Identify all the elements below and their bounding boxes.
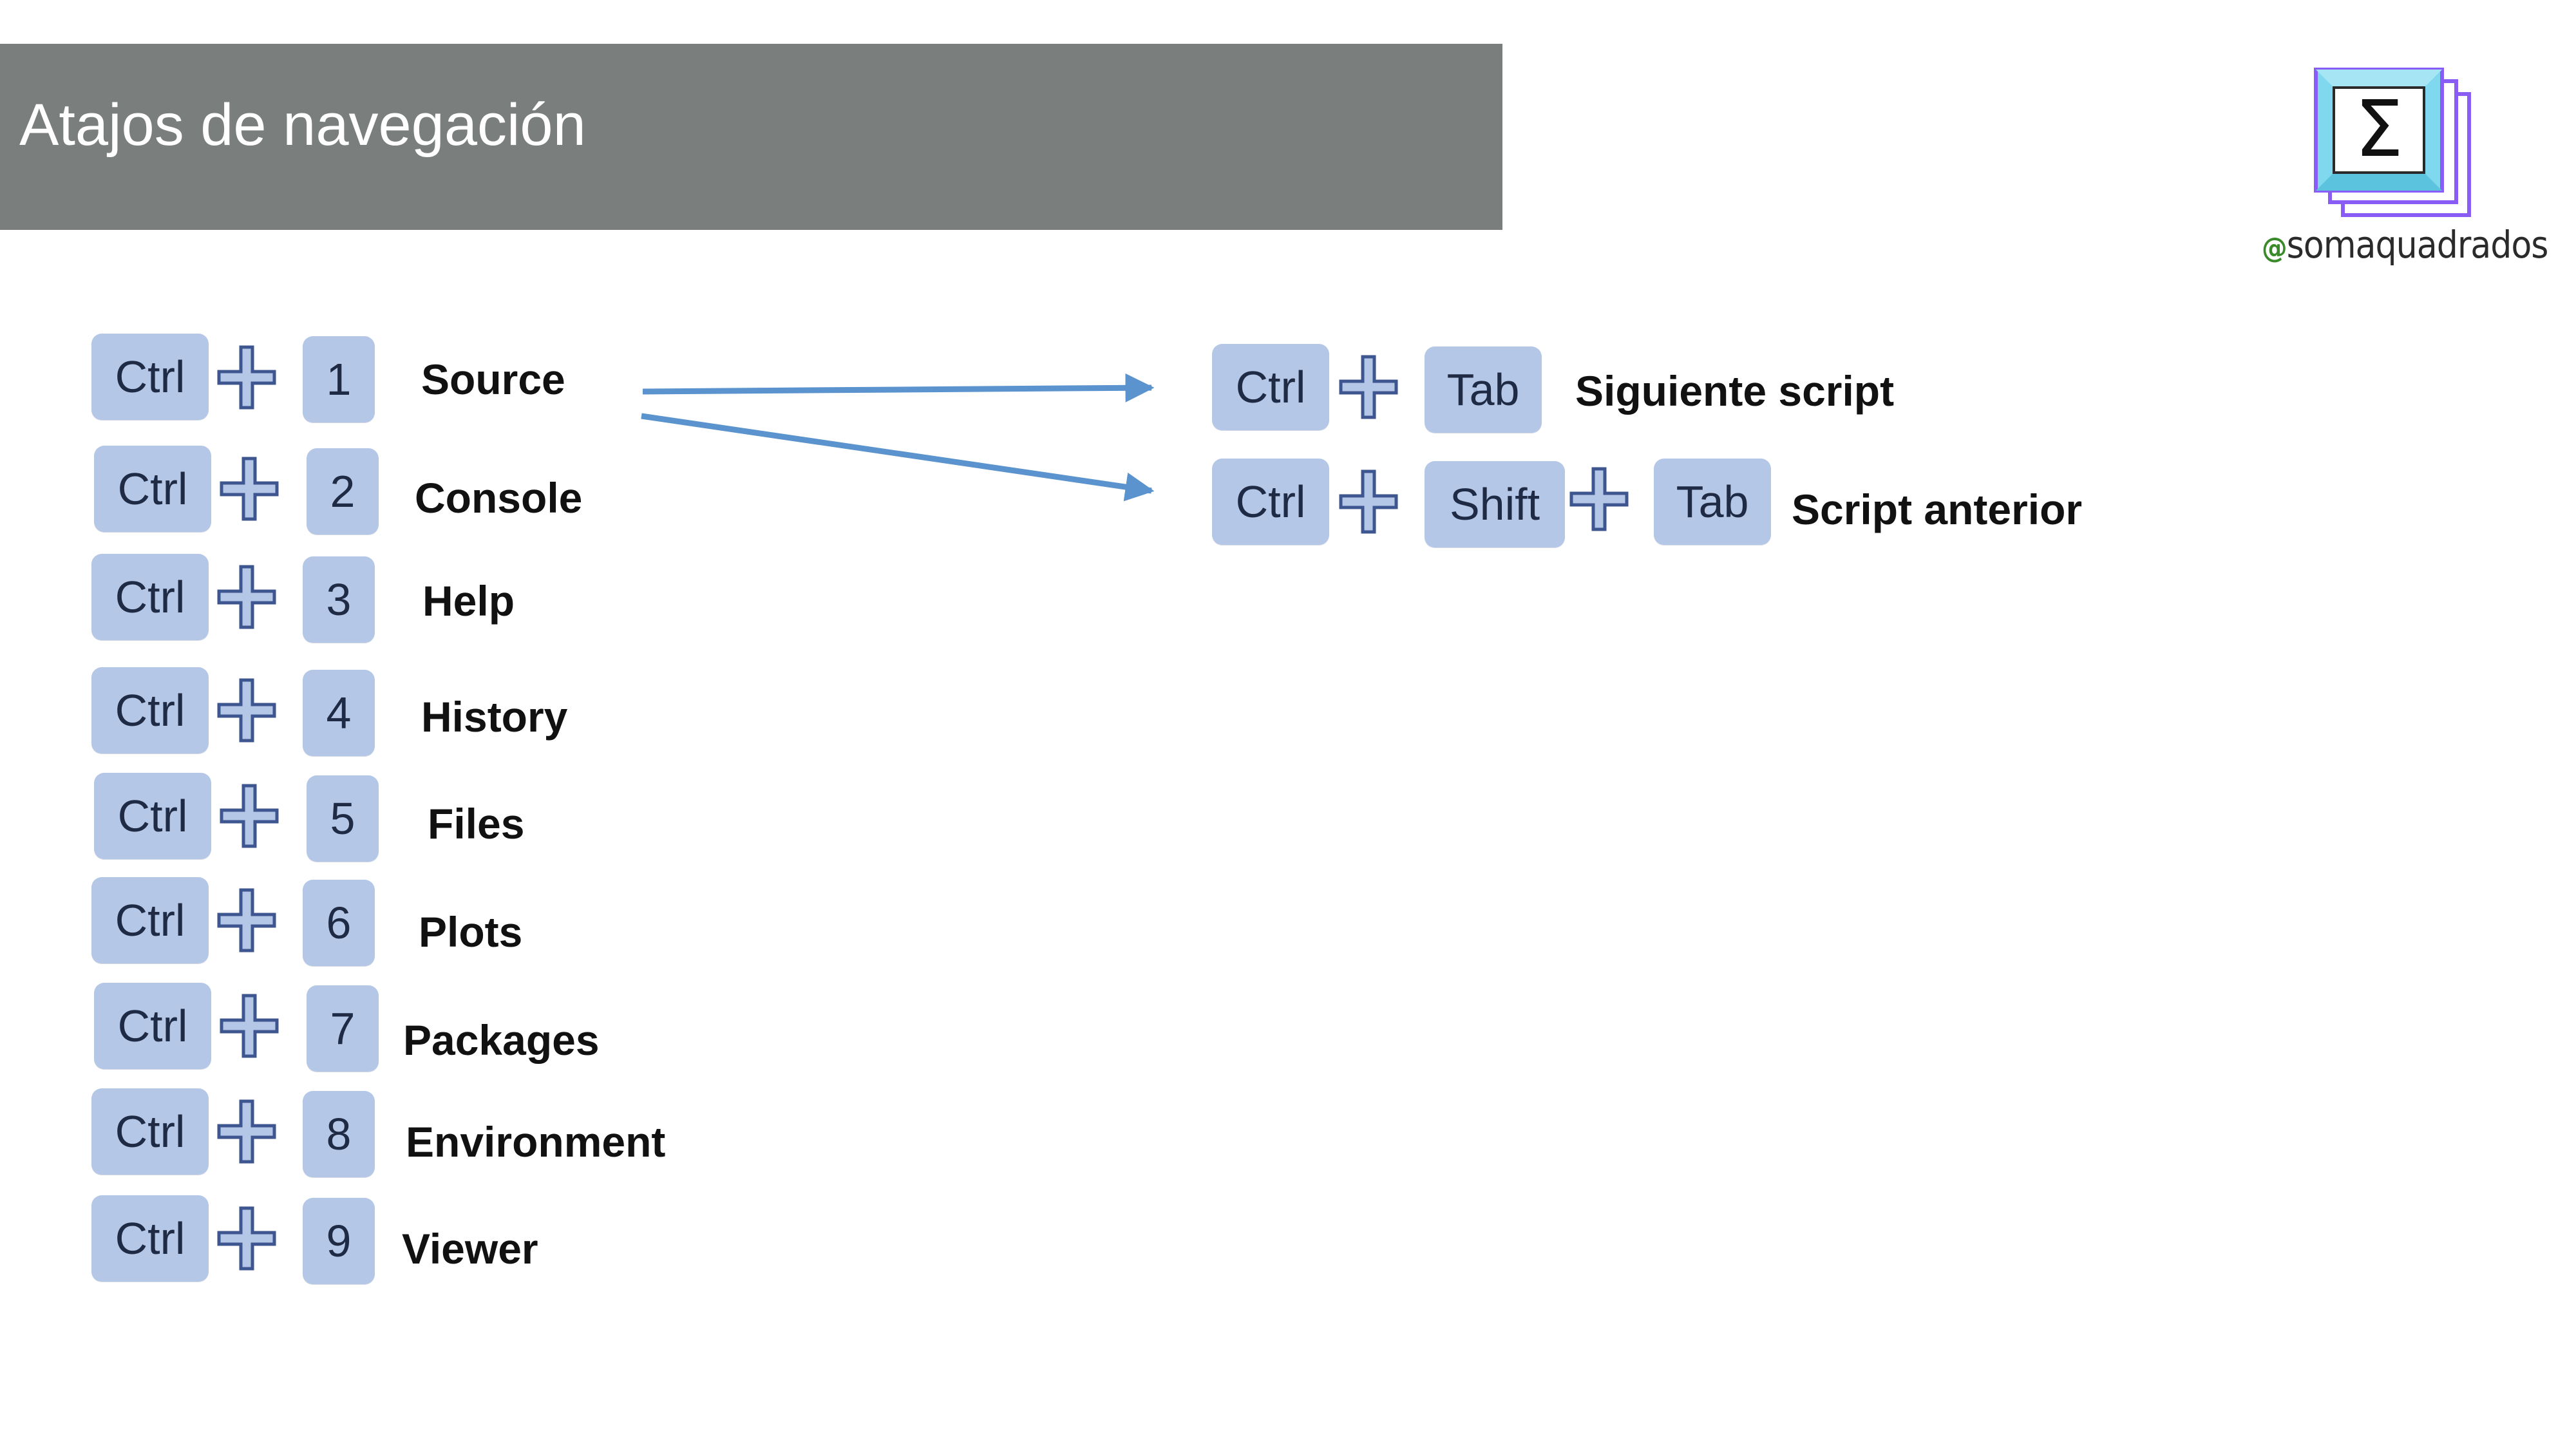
page-title: Atajos de navegación bbox=[19, 92, 586, 158]
digit-key: 3 bbox=[303, 556, 375, 643]
digit-key: 5 bbox=[307, 775, 379, 862]
ctrl-key: Ctrl bbox=[91, 877, 209, 963]
ctrl-key: Ctrl bbox=[94, 773, 211, 859]
ctrl-key: Ctrl bbox=[91, 554, 209, 640]
digit-key: 1 bbox=[303, 336, 375, 422]
plus-icon bbox=[1569, 467, 1629, 531]
sigma-symbol: Σ bbox=[2354, 85, 2403, 175]
tab-key: Tab bbox=[1654, 459, 1771, 545]
shortcut-label: Files bbox=[428, 800, 525, 848]
plus-icon bbox=[217, 1206, 276, 1271]
sigma-logo-icon: Σ bbox=[2314, 68, 2471, 217]
plus-icon bbox=[217, 1099, 276, 1164]
plus-icon bbox=[1339, 355, 1398, 419]
ctrl-key: Ctrl bbox=[91, 334, 209, 420]
shortcut-label: Console bbox=[415, 474, 583, 522]
shortcut-label: Plots bbox=[419, 908, 523, 956]
brand-handle: @somaquadrados bbox=[2262, 223, 2548, 267]
plus-icon bbox=[220, 457, 279, 521]
digit-key: 8 bbox=[303, 1091, 375, 1177]
ctrl-key: Ctrl bbox=[91, 667, 209, 753]
shortcut-label: Packages bbox=[403, 1016, 600, 1064]
digit-key: 7 bbox=[307, 985, 379, 1072]
arrow-to-previous-script bbox=[641, 413, 1155, 502]
tab-key: Tab bbox=[1425, 346, 1542, 433]
ctrl-key: Ctrl bbox=[1212, 344, 1329, 430]
ctrl-key: Ctrl bbox=[91, 1088, 209, 1175]
shortcut-label: Script anterior bbox=[1792, 486, 2083, 533]
handle-at: @ bbox=[2262, 232, 2287, 265]
shortcut-label: Viewer bbox=[402, 1225, 538, 1273]
shortcut-label: History bbox=[421, 693, 568, 741]
plus-icon bbox=[217, 678, 276, 743]
digit-key: 4 bbox=[303, 670, 375, 756]
handle-name: somaquadrados bbox=[2286, 223, 2549, 267]
digit-key: 9 bbox=[303, 1198, 375, 1284]
plus-icon bbox=[217, 345, 276, 410]
shortcut-label: Environment bbox=[406, 1118, 666, 1166]
shift-key: Shift bbox=[1425, 461, 1565, 547]
plus-icon bbox=[1339, 469, 1398, 534]
plus-icon bbox=[220, 784, 279, 848]
plus-icon bbox=[217, 565, 276, 629]
header-bar bbox=[0, 44, 1502, 230]
ctrl-key: Ctrl bbox=[91, 1195, 209, 1282]
shortcut-label: Help bbox=[422, 577, 515, 625]
digit-key: 2 bbox=[307, 448, 379, 535]
plus-icon bbox=[217, 888, 276, 952]
ctrl-key: Ctrl bbox=[94, 446, 211, 532]
shortcut-label: Source bbox=[421, 355, 565, 403]
ctrl-key: Ctrl bbox=[1212, 459, 1329, 545]
shortcut-label: Siguiente script bbox=[1575, 367, 1895, 415]
ctrl-key: Ctrl bbox=[94, 983, 211, 1069]
digit-key: 6 bbox=[303, 880, 375, 966]
plus-icon bbox=[220, 994, 279, 1058]
arrow-to-next-script bbox=[642, 373, 1155, 402]
